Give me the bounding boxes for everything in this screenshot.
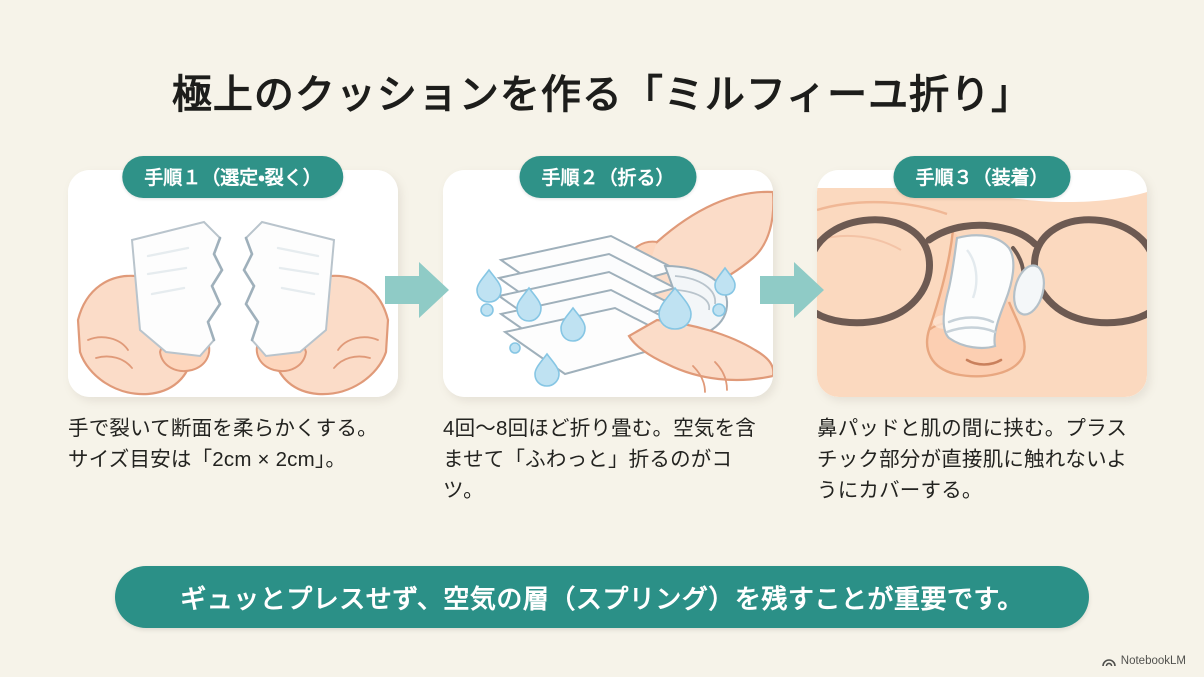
step-badge-2: 手順２（折る） xyxy=(519,156,697,198)
glasses-nose-pad-with-tissue-illustration xyxy=(817,170,1147,397)
notebooklm-label: NotebookLM xyxy=(1120,655,1186,667)
key-point-text: ギュッとプレスせず、空気の層（スプリング）を残すことが重要です。 xyxy=(180,583,1024,614)
step-column-1: 手順１（選定・裂く） xyxy=(68,156,398,475)
step-caption-3: 鼻パッドと肌の間に挟む。プラスチック部分が直接肌に触れないようにカバーする。 xyxy=(817,417,1128,503)
step-caption-2: 4回〜8回ほど折り畳む。空気を含ませて「ふわっと」折るのがコツ。 xyxy=(443,417,757,503)
page-title: 極上のクッションを作る「ミルフィーユ折り」 xyxy=(171,73,1033,117)
arrow-step2-to-step3 xyxy=(756,258,828,322)
step-image-card-1 xyxy=(68,170,398,397)
arrow-step1-to-step2 xyxy=(381,258,453,322)
step-caption-1: 手で裂いて断面を柔らかくする。サイズ目安は「2cm × 2cm」。 xyxy=(68,417,378,472)
step-image-card-2 xyxy=(443,170,773,397)
step-image-card-3 xyxy=(817,170,1147,397)
step-badge-3: 手順３（装着） xyxy=(893,156,1071,198)
key-point-banner: ギュッとプレスせず、空気の層（スプリング）を残すことが重要です。 xyxy=(115,566,1089,628)
step-column-2: 手順２（折る） xyxy=(443,156,773,506)
hands-tearing-cotton-pad-illustration xyxy=(68,170,398,397)
step-badge-1: 手順１（選定・裂く） xyxy=(122,156,344,198)
notebooklm-watermark: NotebookLM xyxy=(1101,655,1186,667)
notebooklm-arc-icon xyxy=(1101,656,1116,667)
step-column-3: 手順３（装着） xyxy=(817,156,1147,506)
hands-folding-layered-tissue-illustration xyxy=(443,170,773,397)
